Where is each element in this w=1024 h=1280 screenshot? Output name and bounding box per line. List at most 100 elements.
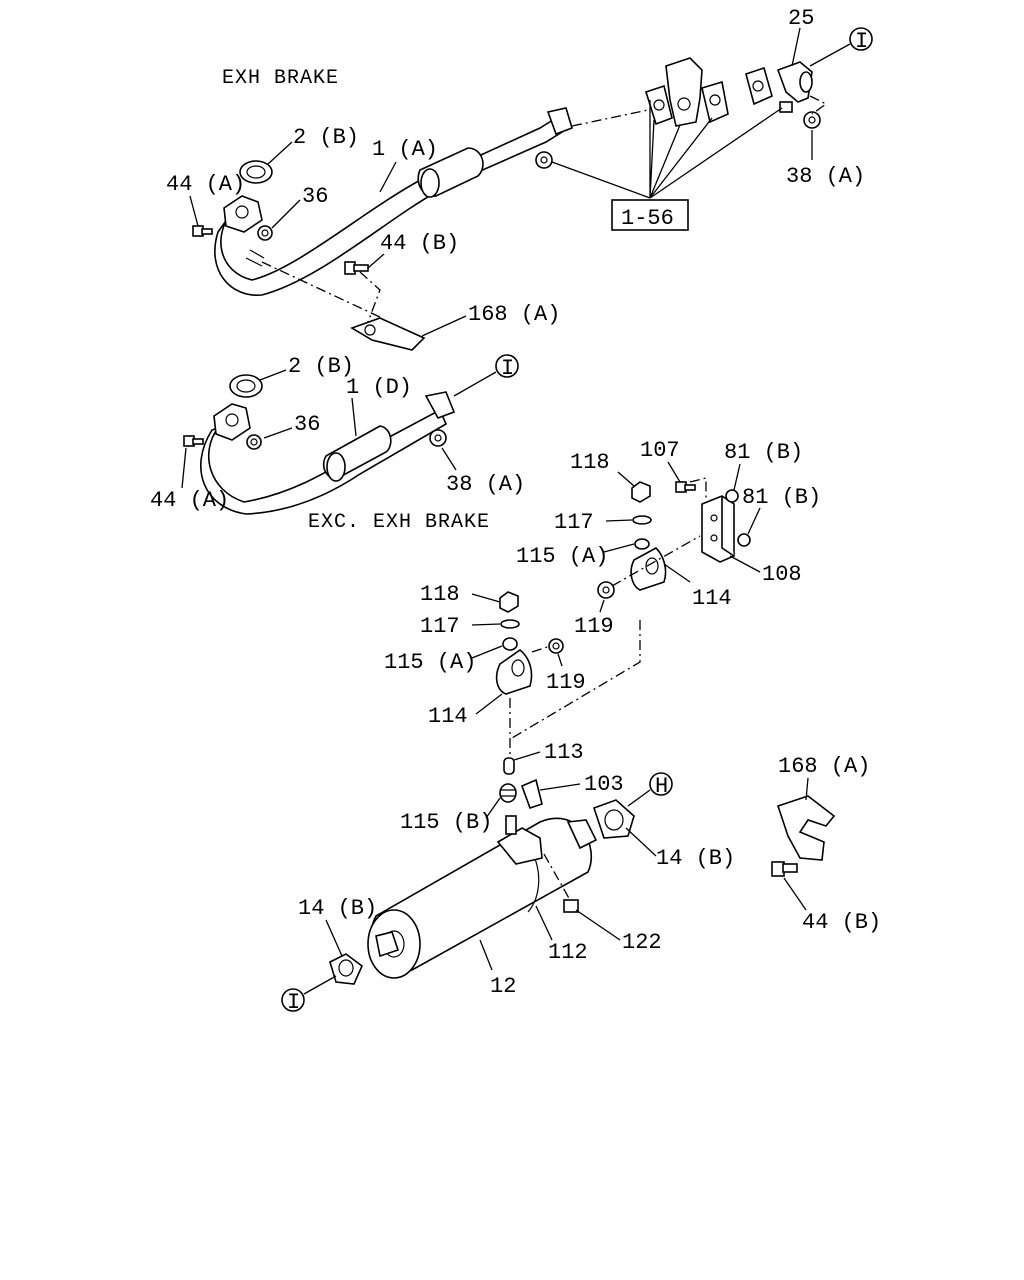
svg-text:I: I (501, 356, 514, 381)
callout-44a-mid: 44 (A) (150, 488, 229, 513)
callout-115b: 115 (B) (400, 810, 492, 835)
exh-brake-heading: EXH BRAKE (222, 67, 339, 90)
callout-119-right: 119 (574, 614, 614, 639)
connector-i-bottom: I (281, 988, 305, 1015)
callout-115a-right: 115 (A) (516, 544, 608, 569)
bolt-44b-top (344, 261, 369, 275)
dash-line-valve (571, 109, 649, 127)
flange-122 (563, 899, 579, 913)
callout-117-right: 117 (554, 510, 594, 535)
pipe-25 (776, 61, 813, 103)
callout-114-right: 114 (692, 586, 732, 611)
nut-38a-top (803, 111, 821, 129)
callout-81b-2: 81 (B) (742, 485, 821, 510)
bolt-103 (520, 778, 543, 810)
callout-168a-top: 168 (A) (468, 302, 560, 327)
nut-118-left (499, 591, 519, 613)
callout-114-left: 114 (428, 704, 468, 729)
washer-117-left (500, 619, 520, 629)
reference-box-label: 1-56 (621, 206, 674, 231)
callout-36-mid: 36 (294, 412, 320, 437)
nut-near-1-56 (535, 151, 553, 169)
ref-leaders (551, 100, 783, 199)
bracket-168a-top (350, 317, 426, 351)
callout-44b-top: 44 (B) (380, 231, 459, 256)
leader-i-top (809, 43, 851, 67)
callout-115a-left: 115 (A) (384, 650, 476, 675)
nut-36-top (257, 225, 273, 241)
callout-107: 107 (640, 438, 680, 463)
dash-hanger (511, 620, 641, 739)
front-pipe-1a (214, 107, 573, 296)
bolt-44b-side (771, 861, 798, 877)
bolt-107 (675, 481, 696, 493)
exc-exh-brake-heading: EXC. EXH BRAKE (308, 511, 490, 534)
muffler-12 (367, 815, 598, 979)
gasket-2b-top (239, 160, 273, 184)
callout-38a-top: 38 (A) (786, 164, 865, 189)
svg-text:H: H (655, 774, 668, 799)
bracket-108 (701, 495, 735, 563)
dash-line-168a (261, 261, 383, 319)
connector-i-top: I (849, 27, 873, 54)
bush-115a-right (634, 538, 650, 550)
callout-112: 112 (548, 940, 588, 965)
callout-44b-side: 44 (B) (802, 910, 881, 935)
bracket-168a-side (776, 795, 836, 861)
front-pipe-1d (200, 391, 456, 515)
callout-38a-mid: 38 (A) (446, 472, 525, 497)
gasket-14b-right (592, 799, 635, 839)
callout-25: 25 (788, 6, 814, 31)
callout-44a-top: 44 (A) (166, 172, 245, 197)
callout-1a: 1 (A) (372, 137, 438, 162)
bolt-near-25 (779, 101, 793, 113)
hanger-114-left (495, 649, 533, 695)
nut-119-left (548, 638, 564, 654)
dash-119r (611, 535, 701, 587)
svg-text:I: I (855, 29, 868, 54)
connector-h: H (649, 772, 673, 799)
bolt-44a-mid (183, 435, 204, 447)
dash-122 (543, 853, 571, 901)
callout-103: 103 (584, 772, 624, 797)
callout-1d: 1 (D) (346, 375, 412, 400)
callout-36-top: 36 (302, 184, 328, 209)
callout-2b-mid: 2 (B) (288, 354, 354, 379)
nut-118-right (631, 481, 651, 503)
connector-i-mid: I (495, 354, 519, 381)
nut-36-mid (246, 434, 262, 450)
callout-108: 108 (762, 562, 802, 587)
callout-118-left: 118 (420, 582, 460, 607)
callout-122: 122 (622, 930, 662, 955)
callout-14b-left: 14 (B) (298, 896, 377, 921)
hanger-114-right (630, 547, 667, 591)
gasket-14b-left (329, 953, 363, 985)
stud-113 (503, 757, 515, 775)
callout-113: 113 (544, 740, 584, 765)
exhaust-brake-valve (645, 57, 773, 127)
svg-text:I: I (287, 990, 300, 1015)
callout-14b-right: 14 (B) (656, 846, 735, 871)
dash-107 (689, 477, 707, 500)
callout-168a-side: 168 (A) (778, 754, 870, 779)
reference-box-1-56 (611, 199, 689, 231)
callout-2b-top: 2 (B) (293, 125, 359, 150)
dash-line-38a (809, 95, 828, 115)
dash-line-44b (359, 271, 381, 323)
nut-81b-2 (737, 533, 751, 547)
bush-115a-left (502, 637, 518, 651)
callout-118-right: 118 (570, 450, 610, 475)
callout-81b-1: 81 (B) (724, 440, 803, 465)
callout-12: 12 (490, 974, 516, 999)
bush-115b (499, 783, 517, 803)
bolt-44a-top (192, 225, 213, 237)
nut-81b-1 (725, 489, 739, 503)
callout-119-left: 119 (546, 670, 586, 695)
callout-117-left: 117 (420, 614, 460, 639)
gasket-2b-mid (229, 374, 263, 398)
washer-117-right (632, 515, 652, 525)
nut-38a-mid (429, 429, 447, 447)
nut-119-right (597, 581, 615, 599)
